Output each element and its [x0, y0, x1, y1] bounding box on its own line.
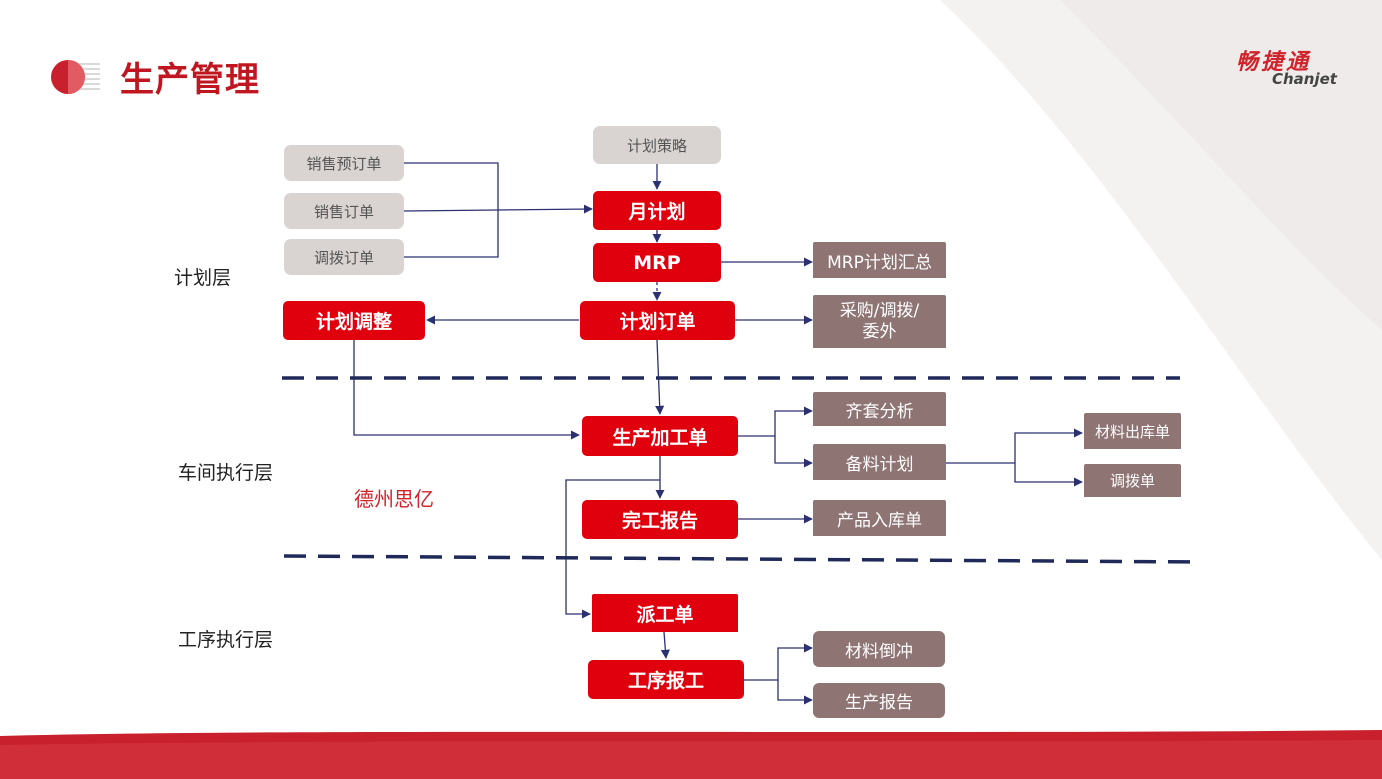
mrp-summary-doc: MRP计划汇总: [813, 242, 946, 278]
transfer-doc: 调拨单: [1084, 464, 1181, 497]
purchase-transfer-outsource-doc: 采购/调拨/ 委外: [813, 295, 946, 348]
completion-report-node: 完工报告: [582, 500, 738, 539]
layer-label-workshop: 车间执行层: [178, 462, 274, 484]
kit-analysis-doc: 齐套分析: [813, 392, 946, 426]
sales-order-box: 销售订单: [284, 193, 404, 229]
page-title: 生产管理: [120, 60, 260, 100]
layer-label-process: 工序执行层: [178, 629, 274, 651]
striped-circle-icon: [51, 60, 100, 94]
material-plan-doc: 备料计划: [813, 444, 946, 480]
product-receipt-doc: 产品入库单: [813, 500, 946, 536]
plan-order-node: 计划订单: [580, 301, 735, 340]
production-order-node: 生产加工单: [582, 416, 738, 456]
plan-adjust-node: 计划调整: [283, 301, 425, 340]
watermark-text: 德州思亿: [354, 487, 434, 511]
brand-logo-en: Chanjet: [1272, 70, 1337, 88]
sales-forecast-order-box: 销售预订单: [284, 145, 404, 181]
monthly-plan-node: 月计划: [593, 191, 721, 230]
dispatch-order-node: 派工单: [592, 594, 738, 632]
process-report-node: 工序报工: [588, 660, 744, 699]
purchase-doc-line2: 委外: [862, 321, 897, 342]
purchase-doc-line1: 采购/调拨/: [839, 300, 920, 321]
brand-logo-cn: 畅捷通: [1236, 50, 1312, 75]
layer-label-plan: 计划层: [174, 267, 232, 289]
mrp-node: MRP: [593, 243, 721, 282]
production-report-doc: 生产报告: [813, 683, 945, 718]
material-backflush-doc: 材料倒冲: [813, 631, 945, 667]
material-issue-doc: 材料出库单: [1084, 413, 1181, 449]
transfer-order-box: 调拨订单: [284, 239, 404, 275]
plan-strategy-box: 计划策略: [593, 126, 721, 164]
